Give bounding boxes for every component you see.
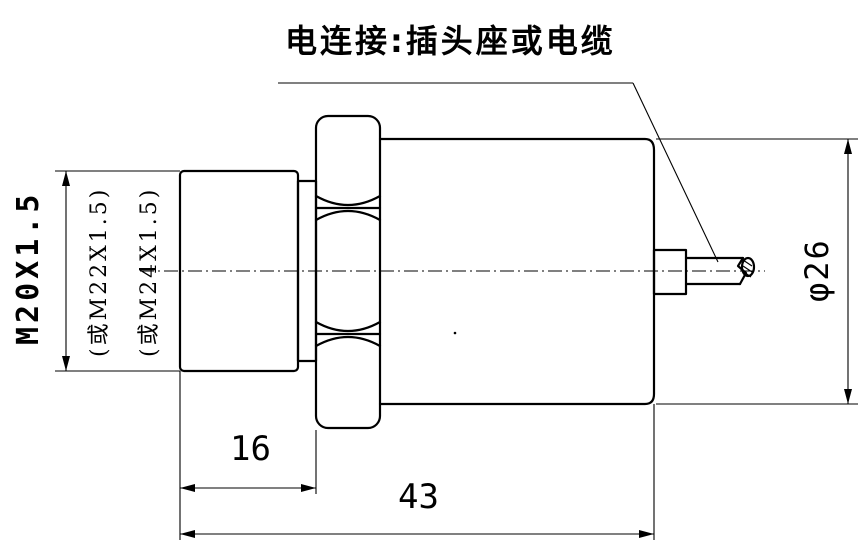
dim-total-length: 43 [398, 477, 439, 517]
thread-dimension [55, 170, 180, 372]
sensor-body [378, 137, 656, 406]
title-leader [278, 82, 719, 263]
hex-nut [314, 114, 382, 430]
connection-title: 电连接:插头座或电缆 [285, 22, 616, 60]
thread-alt2-label: (或M24X1.5) [137, 187, 162, 357]
thread-main-label: M20X1.5 [11, 191, 46, 345]
cable-outlet [652, 248, 756, 296]
dim-thread-length: 16 [230, 429, 271, 469]
thread-alt1-label: (或M22X1.5) [87, 187, 112, 357]
diameter-dimension [656, 138, 858, 405]
diameter-label: φ26 [798, 238, 836, 302]
length-dimensions [179, 371, 655, 540]
